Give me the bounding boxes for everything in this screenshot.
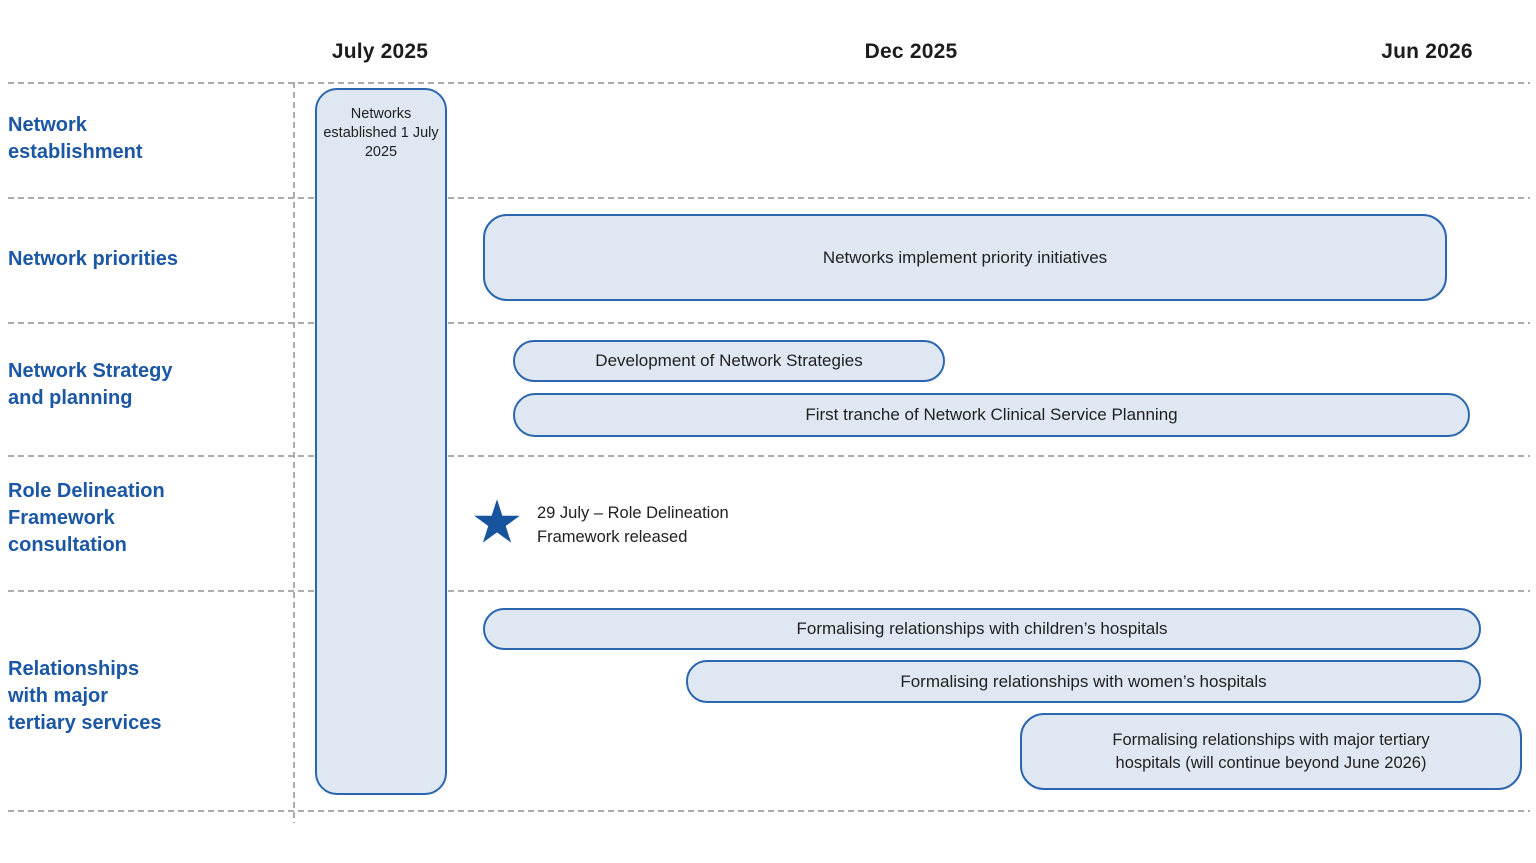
bar-children-hospitals: Formalising relationships with children’… [483, 608, 1481, 650]
row-separator-line [8, 197, 1530, 199]
axis-tick-dec-2025: Dec 2025 [864, 40, 958, 63]
bar-children-hospitals-label: Formalising relationships with children’… [796, 619, 1168, 638]
bar-first-tranche-label: First tranche of Network Clinical Servic… [805, 405, 1178, 424]
star-icon [474, 499, 520, 543]
bar-tertiary-hospitals-label: Formalising relationships with major ter… [1112, 730, 1430, 772]
row-label-network-priorities: Network priorities [8, 248, 179, 270]
row-label-role-delineation: Role Delineation Framework consultation [8, 480, 165, 556]
bar-networks-established: Networks established 1 July 2025 [315, 88, 447, 795]
row-label-network-establishment: Network establishment [8, 114, 143, 163]
axis-tick-jun-2026: Jun 2026 [1381, 40, 1473, 63]
bar-network-strategies-label: Development of Network Strategies [595, 351, 863, 370]
milestone-label: 29 July – Role Delineation Framework rel… [537, 504, 729, 546]
bar-first-tranche: First tranche of Network Clinical Servic… [513, 393, 1470, 437]
row-separator-line [8, 82, 1530, 84]
axis-tick-july-2025: July 2025 [331, 40, 429, 63]
axis-gridline-july [293, 82, 295, 823]
bar-priority-initiatives: Networks implement priority initiatives [483, 214, 1447, 301]
bar-networks-established-label: Networks established 1 July 2025 [323, 106, 439, 160]
row-separator-line [8, 455, 1530, 457]
row-separator-line [8, 322, 1530, 324]
row-separator-line [8, 590, 1530, 592]
bar-women-hospitals-label: Formalising relationships with women’s h… [900, 671, 1267, 691]
row-separator-line [8, 810, 1530, 812]
bar-tertiary-hospitals: Formalising relationships with major ter… [1020, 713, 1522, 790]
bar-network-strategies: Development of Network Strategies [513, 340, 945, 382]
bar-women-hospitals: Formalising relationships with women’s h… [686, 660, 1481, 703]
row-label-network-strategy: Network Strategy and planning [8, 360, 173, 409]
row-label-tertiary-relationships: Relationships with major tertiary servic… [8, 658, 162, 734]
bar-priority-initiatives-label: Networks implement priority initiatives [822, 247, 1108, 267]
